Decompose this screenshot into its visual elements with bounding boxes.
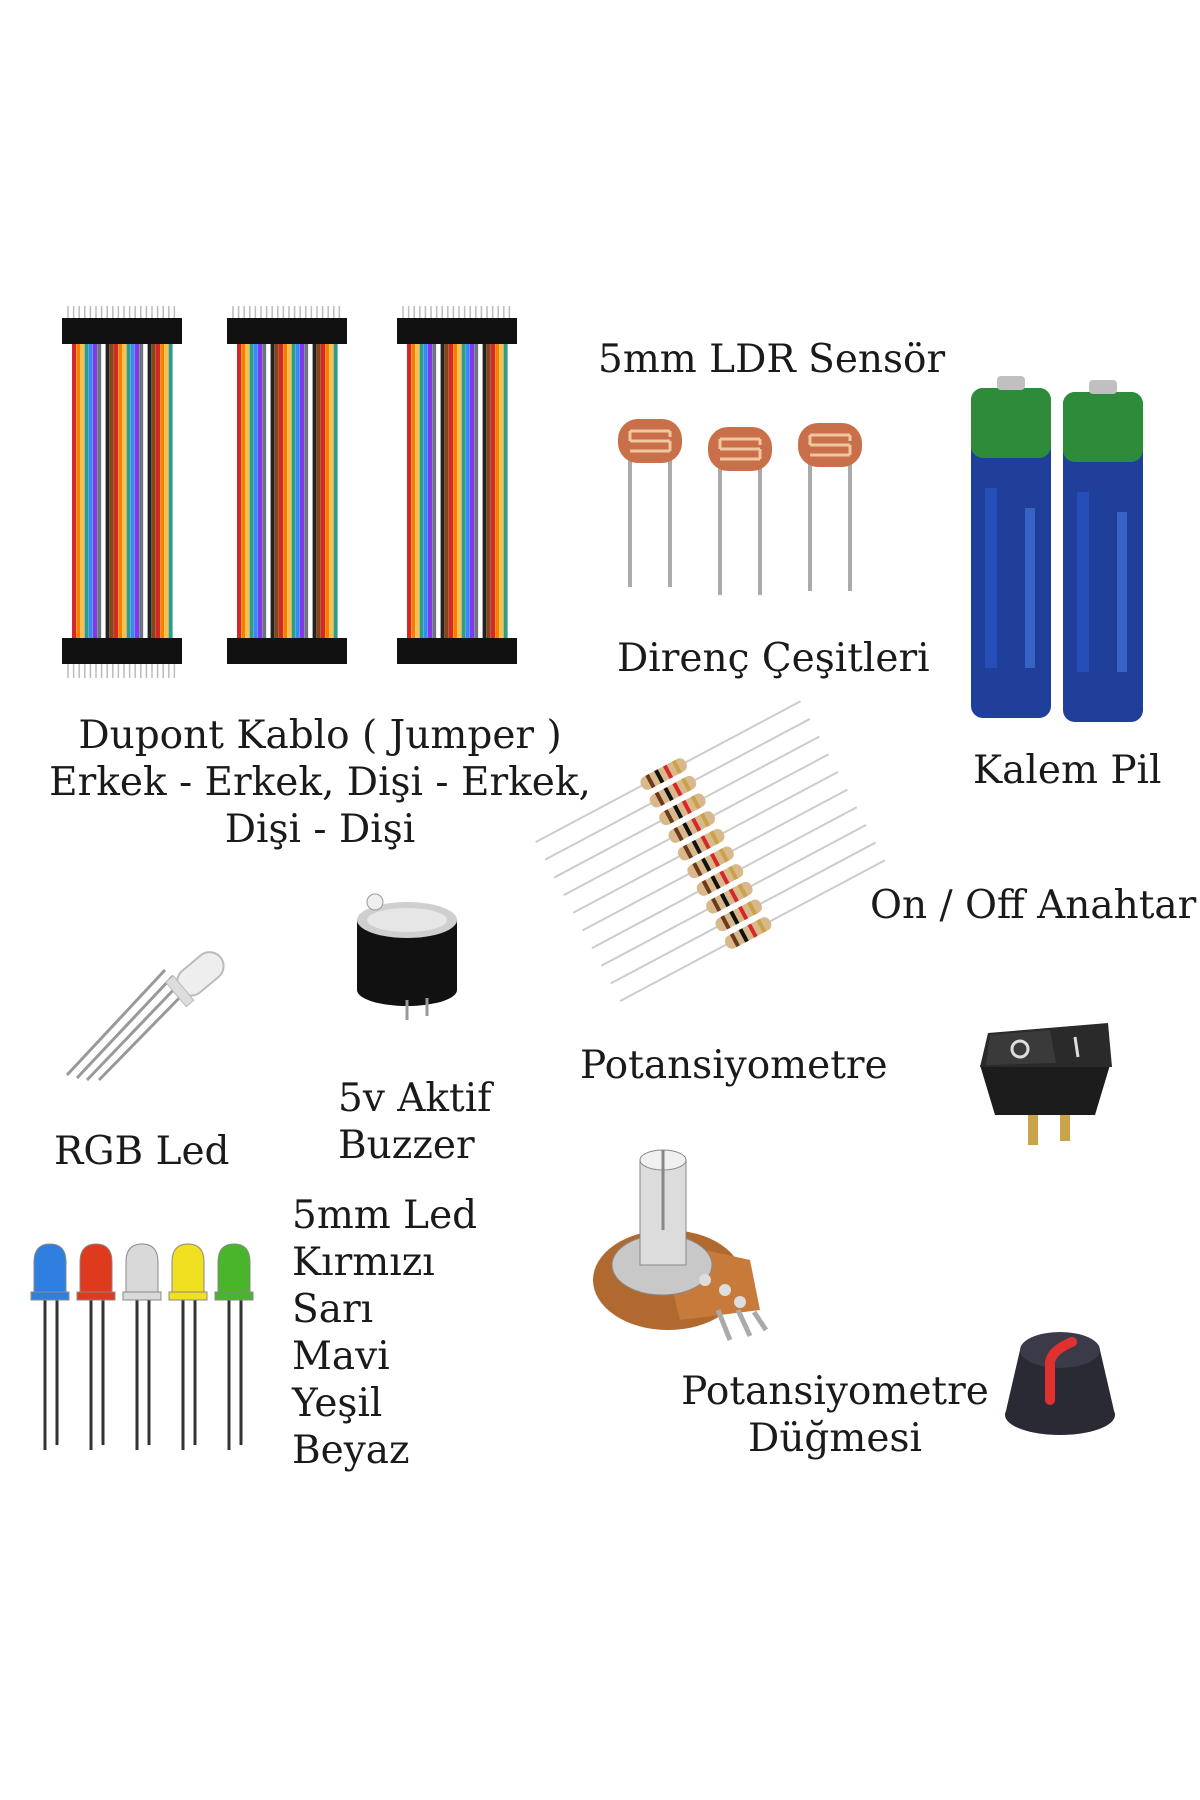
knob-icon (1005, 1332, 1115, 1435)
led-label-title: 5mm Led (292, 1193, 478, 1238)
ldr-sensor-icon (618, 419, 864, 597)
led-3 (168, 1243, 208, 1450)
led-2 (122, 1243, 162, 1450)
resistor-group (535, 700, 886, 1002)
buzzer-label-line2: Buzzer (338, 1123, 475, 1168)
jumper-bundle (227, 306, 347, 664)
led-label: 5mm Led Kırmızı Sarı Mavi Yeşil Beyaz (292, 1192, 477, 1474)
led-color-blue: Mavi (292, 1334, 390, 1379)
resistor-icon (535, 700, 886, 1002)
led-color-yellow: Sarı (292, 1287, 374, 1332)
jumper-bundle (62, 306, 182, 678)
aa-battery-icon (971, 376, 1143, 722)
potentiometer-icon (593, 1149, 769, 1341)
dupont-label-line1: Dupont Kablo ( Jumper ) (78, 713, 562, 758)
battery-label: Kalem Pil (973, 748, 1162, 793)
led-4 (214, 1243, 254, 1450)
potentiometer-label: Potansiyometre (580, 1043, 888, 1088)
led-1 (76, 1243, 116, 1450)
buzzer-label: 5v Aktif Buzzer (338, 1075, 492, 1169)
led-0 (30, 1243, 70, 1450)
knob-label-line1: Potansiyometre (681, 1369, 989, 1414)
knob-label-line2: Düğmesi (748, 1416, 922, 1461)
ldr-label: 5mm LDR Sensör (598, 337, 946, 382)
ldr-sensor (618, 419, 682, 587)
rgb-led-label: RGB Led (54, 1129, 230, 1174)
dupont-label-line2: Erkek - Erkek, Dişi - Erkek, (49, 760, 591, 805)
dupont-label: Dupont Kablo ( Jumper ) Erkek - Erkek, D… (40, 712, 600, 853)
buzzer-label-line1: 5v Aktif (338, 1076, 492, 1121)
buzzer-icon (357, 893, 457, 1020)
rocker-switch-icon (980, 1023, 1112, 1145)
dupont-label-line3: Dişi - Dişi (224, 807, 416, 852)
resistors-label: Direnç Çeşitleri (617, 636, 930, 681)
jumper-bundle (397, 306, 517, 664)
led-icon (30, 1243, 254, 1450)
led-color-white: Beyaz (292, 1428, 410, 1473)
jumper-wire-bundle-icon (62, 306, 517, 678)
switch-label: On / Off Anahtar (870, 883, 1197, 928)
led-color-green: Yeşil (292, 1381, 383, 1426)
rgb-led-icon (65, 951, 225, 1082)
knob-label: Potansiyometre Düğmesi (675, 1368, 995, 1462)
led-color-red: Kırmızı (292, 1240, 435, 1285)
